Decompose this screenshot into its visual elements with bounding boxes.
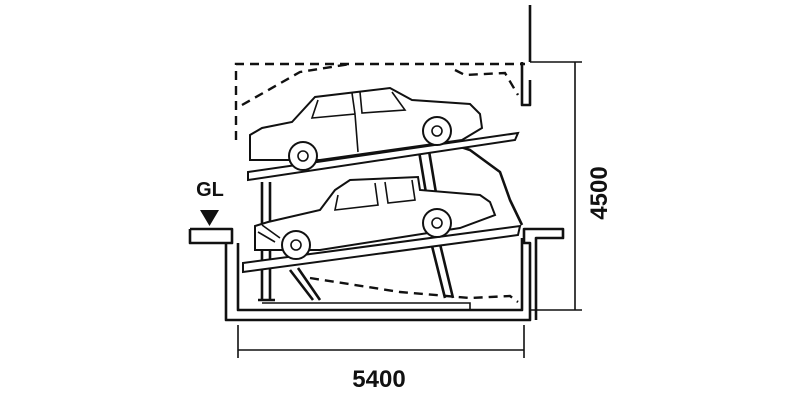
height-dimension-label: 4500 (586, 166, 613, 219)
width-dimension-line (237, 325, 525, 358)
lower-dashed (309, 276, 519, 303)
lower-car (254, 175, 497, 260)
width-dimension-label: 5400 (352, 366, 405, 393)
ramp-dashed (241, 62, 351, 107)
hood-dashed (454, 68, 520, 96)
ground-level-label: GL (196, 179, 224, 201)
lower-platform (242, 224, 522, 274)
upper-car (249, 86, 484, 171)
building-envelope-dashed (234, 62, 525, 140)
pit-inner-floor (236, 238, 524, 312)
lift-base (262, 302, 471, 310)
pit-outline (188, 227, 565, 322)
column (520, 5, 532, 107)
lift-arm-lower (288, 243, 455, 301)
upper-platform (247, 131, 520, 182)
ground-level-triangle-icon (200, 210, 219, 226)
height-dimension-line (530, 61, 582, 311)
